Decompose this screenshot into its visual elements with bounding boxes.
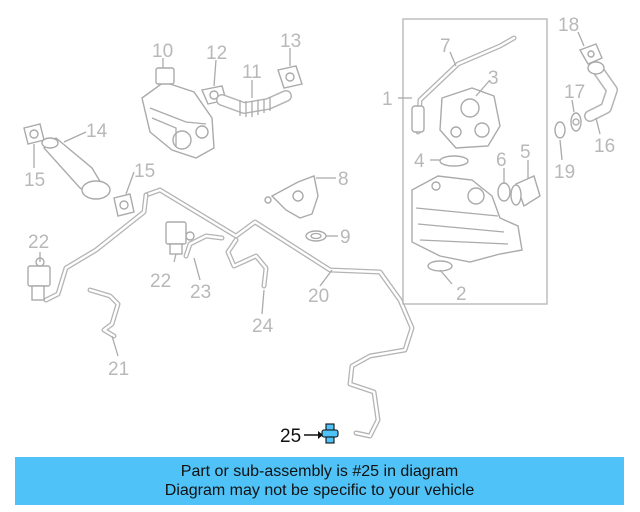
- oring-19: [554, 121, 566, 139]
- egr-valve-10: [141, 67, 215, 159]
- info-banner: Part or sub-assembly is #25 in diagram D…: [15, 457, 624, 505]
- callout-15-right: 15: [134, 161, 155, 182]
- gasket-2: [427, 260, 453, 272]
- gasket-13: [277, 65, 303, 89]
- gasket-17: [570, 112, 582, 132]
- pipe-14: [41, 137, 111, 200]
- oring-6: [497, 182, 511, 202]
- callout-8: 8: [338, 169, 349, 190]
- solenoid-22-left: [27, 257, 51, 301]
- callout-7: 7: [440, 36, 451, 57]
- callout-numbers: 1 2 3 4 5 6 7 8 9 10 11 12 13 14 15 15 1…: [24, 15, 615, 447]
- seal-9: [305, 230, 327, 242]
- callout-6: 6: [496, 150, 507, 171]
- callout-19: 19: [554, 162, 575, 183]
- oring-4: [439, 155, 469, 167]
- banner-line-1: Part or sub-assembly is #25 in diagram: [180, 463, 459, 480]
- check-valve-25: [321, 423, 339, 444]
- pipe-16: [584, 61, 618, 122]
- egr-cooler: [411, 175, 523, 263]
- hose-23: [183, 233, 225, 259]
- callout-24: 24: [252, 316, 274, 337]
- callout-20: 20: [308, 286, 329, 307]
- connector-5: [510, 175, 541, 208]
- callout-5: 5: [520, 142, 531, 163]
- banner-line-2: Diagram may not be specific to your vehi…: [164, 482, 475, 499]
- bracket-8: [264, 175, 319, 219]
- callout-12: 12: [206, 43, 227, 64]
- solenoid-22-center: [165, 221, 195, 255]
- callout-22-left: 22: [28, 232, 49, 253]
- callout-22-center: 22: [150, 271, 171, 292]
- hose-24: [225, 237, 269, 289]
- callout-3: 3: [488, 68, 499, 89]
- callout-14: 14: [86, 121, 108, 142]
- callout-25: 25: [280, 426, 301, 447]
- callout-13: 13: [280, 31, 301, 52]
- leader-lines: [33, 31, 601, 439]
- callout-17: 17: [564, 82, 585, 103]
- assembly-frame-1: [402, 18, 548, 305]
- cooler-housing-3: [439, 87, 501, 149]
- callout-2: 2: [456, 284, 467, 305]
- callout-15-left: 15: [24, 170, 45, 191]
- tube-7: [411, 35, 517, 135]
- callout-1: 1: [382, 89, 393, 110]
- callout-10: 10: [152, 41, 173, 62]
- callout-23: 23: [190, 282, 211, 303]
- callout-9: 9: [340, 227, 351, 248]
- hose-21: [87, 287, 121, 339]
- gasket-18: [578, 43, 603, 65]
- callout-18: 18: [558, 15, 579, 36]
- gasket-15-left: [23, 123, 45, 145]
- callout-11: 11: [242, 62, 262, 83]
- callout-21: 21: [108, 359, 129, 380]
- callout-4: 4: [414, 151, 425, 172]
- pipe-11: [216, 90, 292, 117]
- vacuum-line-20: [43, 187, 415, 439]
- callout-16: 16: [594, 136, 615, 157]
- gasket-15-right: [113, 193, 135, 217]
